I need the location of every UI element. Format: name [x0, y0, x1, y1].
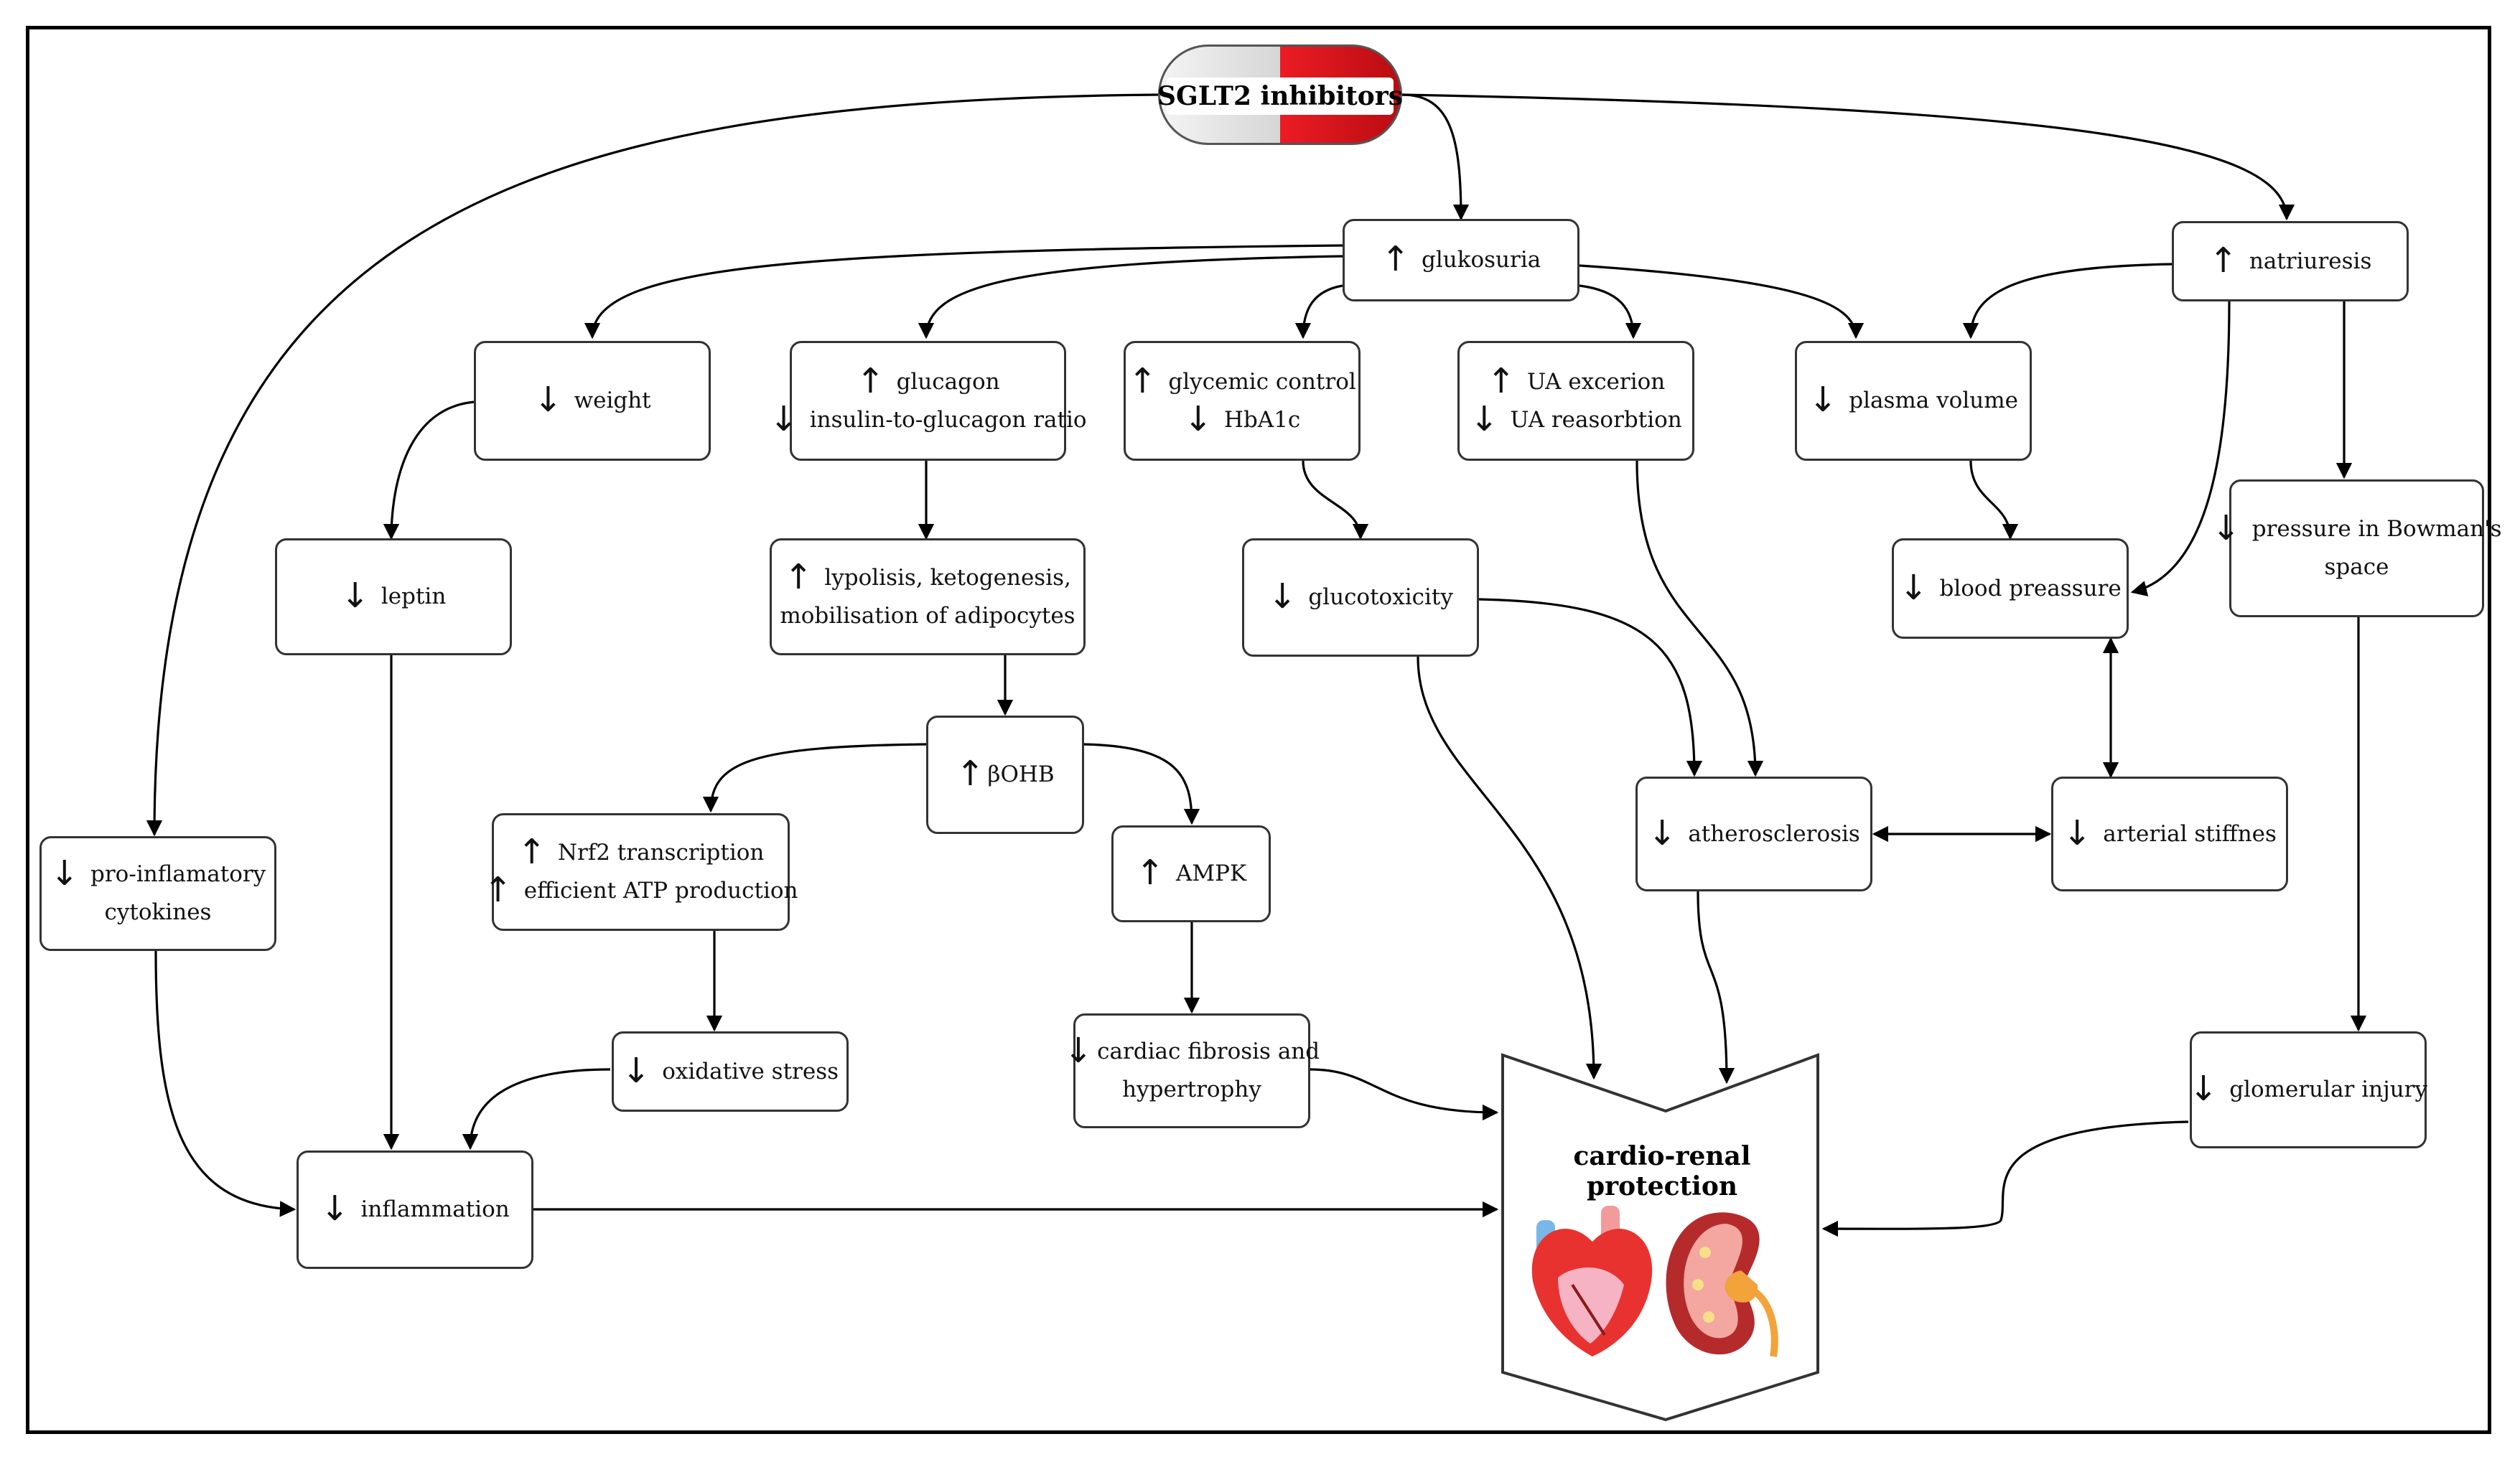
up-arrow-icon: ↑	[1486, 360, 1516, 401]
heart-icon	[1531, 1206, 1653, 1356]
edge-glukosuria-weight	[584, 244, 1343, 339]
node-glycemic-control: ↑glycemic control ↓HbA1c	[1124, 341, 1361, 461]
node-glucotoxicity: ↓glucotoxicity	[1242, 538, 1479, 657]
down-arrow-icon: ↓	[2188, 1069, 2218, 1110]
down-arrow-icon: ↓	[340, 576, 370, 617]
node-ampk: ↑AMPK	[1111, 825, 1271, 922]
node-blood-pressure: ↓blood preassure	[1892, 538, 2129, 639]
edge-drug-natriuresis	[1401, 93, 2295, 221]
kidney-icon	[1666, 1212, 1778, 1357]
down-arrow-icon: ↓	[1268, 576, 1297, 617]
edge-glucotoxicity-atherosclerosis	[1478, 598, 1703, 777]
edge-drug-cytokines	[146, 93, 1159, 837]
down-arrow-icon: ↓	[50, 853, 80, 894]
edge-fibrosis-target	[1310, 1068, 1499, 1121]
edge-weight-leptin	[383, 400, 475, 540]
down-arrow-icon: ↓	[1648, 812, 1677, 853]
node-plasma-volume: ↓plasma volume	[1795, 341, 2032, 461]
edge-glukosuria-ua	[1579, 284, 1642, 339]
edge-cytokines-inflammation	[154, 950, 297, 1217]
node-weight: ↓weight	[474, 341, 711, 461]
node-bohb: ↑βOHB	[926, 716, 1084, 834]
up-arrow-icon: ↑	[784, 556, 813, 597]
node-glomerular-injury: ↓glomerular injury	[2188, 1031, 2427, 1148]
node-leptin: ↓leptin	[275, 538, 512, 655]
up-arrow-icon: ↑	[1135, 853, 1165, 894]
node-lypolisis: ↑lypolisis, ketogenesis, mobilisation of…	[770, 538, 1086, 655]
edge-oxidative-inflammation	[462, 1068, 611, 1151]
node-cardiac-fibrosis: ↓cardiac fibrosis and hypertrophy	[1064, 1013, 1320, 1128]
edge-natriuresis-bp	[2130, 301, 2231, 596]
edge-glomerular-target	[1821, 1120, 2189, 1237]
down-arrow-icon: ↓	[1809, 380, 1838, 421]
edge-glukosuria-glycemic	[1294, 284, 1343, 339]
edge-glukosuria-plasma	[1579, 264, 1865, 339]
node-oxidative-stress: ↓oxidative stress	[612, 1031, 849, 1112]
up-arrow-icon: ↑	[517, 832, 546, 873]
down-arrow-icon: ↓	[320, 1189, 350, 1229]
down-arrow-icon: ↓	[769, 398, 798, 439]
node-inflammation: ↓inflammation	[297, 1151, 533, 1269]
down-arrow-icon: ↓	[1470, 398, 1499, 439]
edge-bohb-nrf2	[702, 743, 927, 813]
down-arrow-icon: ↓	[2211, 508, 2241, 549]
edge-natriuresis-plasma	[1962, 263, 2173, 339]
up-arrow-icon: ↑	[1381, 239, 1410, 280]
node-bowman-pressure: ↓pressure in Bowman's space	[2212, 479, 2502, 617]
node-nrf2: ↑Nrf2 transcription ↑efficient ATP produ…	[484, 813, 798, 931]
sglt2-inhibitors-label: SGLT2 inhibitors	[1157, 78, 1403, 115]
node-glucagon: ↑glucagon ↓insulin-to-glucagon ratio	[769, 341, 1087, 461]
edge-glukosuria-glucagon	[918, 255, 1343, 339]
edge-atherosclerosis-target	[1697, 891, 1735, 1084]
node-pro-inflammatory-cytokines: ↓pro-inflamatory cytokines	[39, 836, 276, 951]
node-natriuresis: ↑natriuresis	[2172, 221, 2409, 301]
edge-plasma-bp	[1969, 460, 2019, 540]
down-arrow-icon: ↓	[2063, 812, 2092, 853]
edge-ua-atherosclerosis	[1635, 460, 1764, 777]
down-arrow-icon: ↓	[621, 1050, 651, 1091]
up-arrow-icon: ↑	[956, 754, 985, 795]
node-arterial-stiffness: ↓arterial stiffnes	[2051, 777, 2288, 891]
down-arrow-icon: ↓	[1183, 398, 1213, 439]
up-arrow-icon: ↑	[856, 360, 885, 401]
down-arrow-icon: ↓	[533, 380, 563, 421]
up-arrow-icon: ↑	[1128, 360, 1157, 401]
node-atherosclerosis: ↓atherosclerosis	[1635, 777, 1872, 891]
node-glukosuria: ↑glukosuria	[1343, 219, 1579, 301]
edge-bohb-ampk	[1083, 743, 1200, 825]
up-arrow-icon: ↑	[483, 870, 513, 910]
cardio-renal-protection-title: cardio-renal protection	[1573, 1141, 1751, 1201]
edge-glucotoxicity-target	[1417, 656, 1602, 1080]
up-arrow-icon: ↑	[2208, 240, 2238, 281]
down-arrow-icon: ↓	[1899, 567, 1928, 608]
edge-drug-glukosuria	[1401, 93, 1470, 221]
node-ua: ↑UA excerion ↓UA reasorbtion	[1457, 341, 1694, 461]
edge-glycemic-glucotoxicity	[1302, 460, 1369, 540]
down-arrow-icon: ↓	[1063, 1031, 1093, 1072]
